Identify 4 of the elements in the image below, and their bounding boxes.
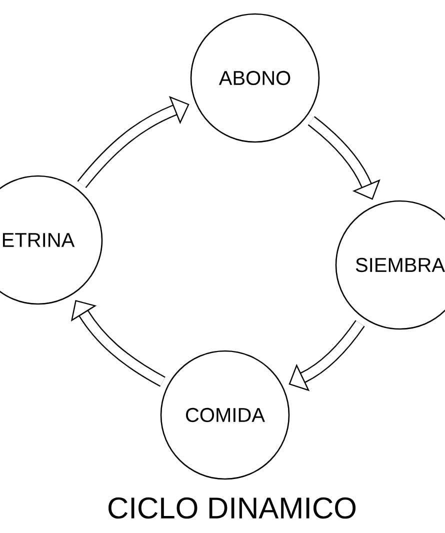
hollow-arrow [308, 116, 380, 200]
diagram-title: CICLO DINAMICO [108, 497, 356, 519]
hollow-arrow [288, 320, 365, 392]
hollow-arrow [77, 96, 190, 188]
